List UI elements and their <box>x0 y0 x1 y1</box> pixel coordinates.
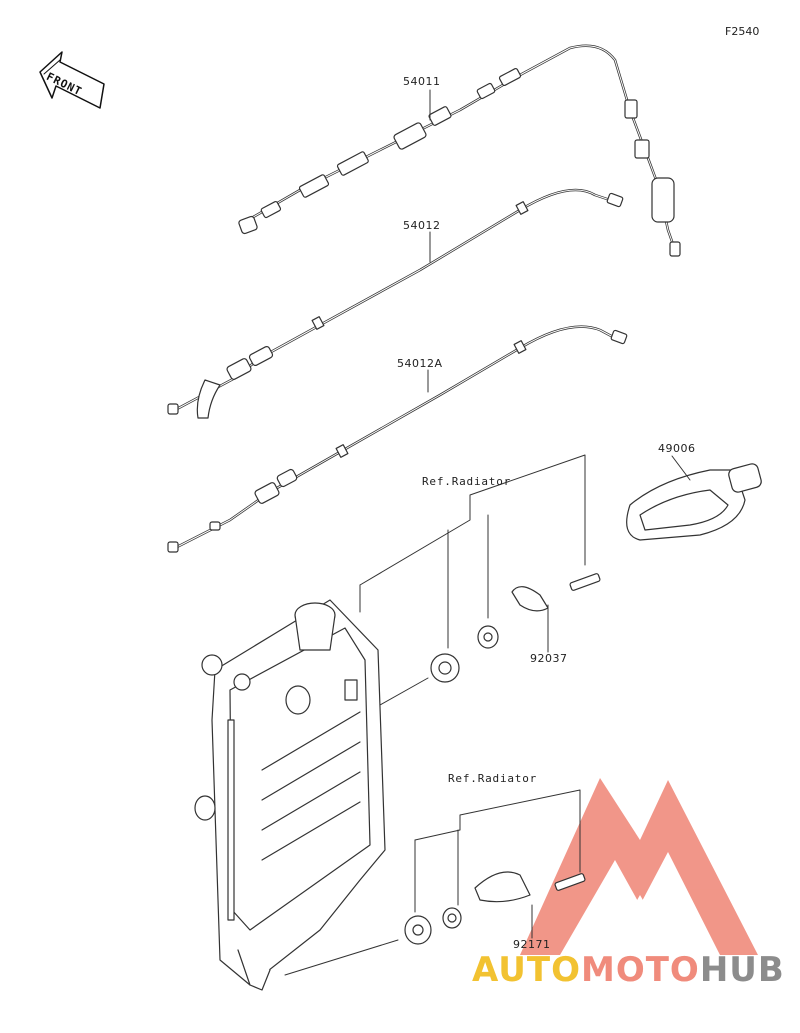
part-label-92037: 92037 <box>530 652 568 665</box>
part-label-54011: 54011 <box>403 75 441 88</box>
part-49006 <box>626 463 762 541</box>
radiator <box>194 599 386 991</box>
ref-label-radiator-lower: Ref.Radiator <box>448 772 538 785</box>
watermark-hub: HUB <box>699 950 785 990</box>
part-label-54012A: 54012A <box>397 357 443 370</box>
cable-54011 <box>238 44 681 257</box>
watermark-moto: MOTO <box>580 950 700 990</box>
watermark-text: AUTOMOTOHUB <box>472 950 785 990</box>
watermark-logo-icon <box>520 778 758 955</box>
figure-code: F2540 <box>725 25 760 38</box>
small-parts <box>404 573 601 945</box>
front-arrow-icon <box>39 51 105 109</box>
part-label-54012: 54012 <box>403 219 441 232</box>
leader-lines <box>284 89 691 976</box>
part-label-49006: 49006 <box>658 442 696 455</box>
cable-54012A <box>167 325 628 553</box>
ref-label-radiator-upper: Ref.Radiator <box>422 475 512 488</box>
part-label-92171: 92171 <box>513 938 551 951</box>
cable-54012 <box>167 188 624 419</box>
watermark-auto: AUTO <box>472 950 581 990</box>
